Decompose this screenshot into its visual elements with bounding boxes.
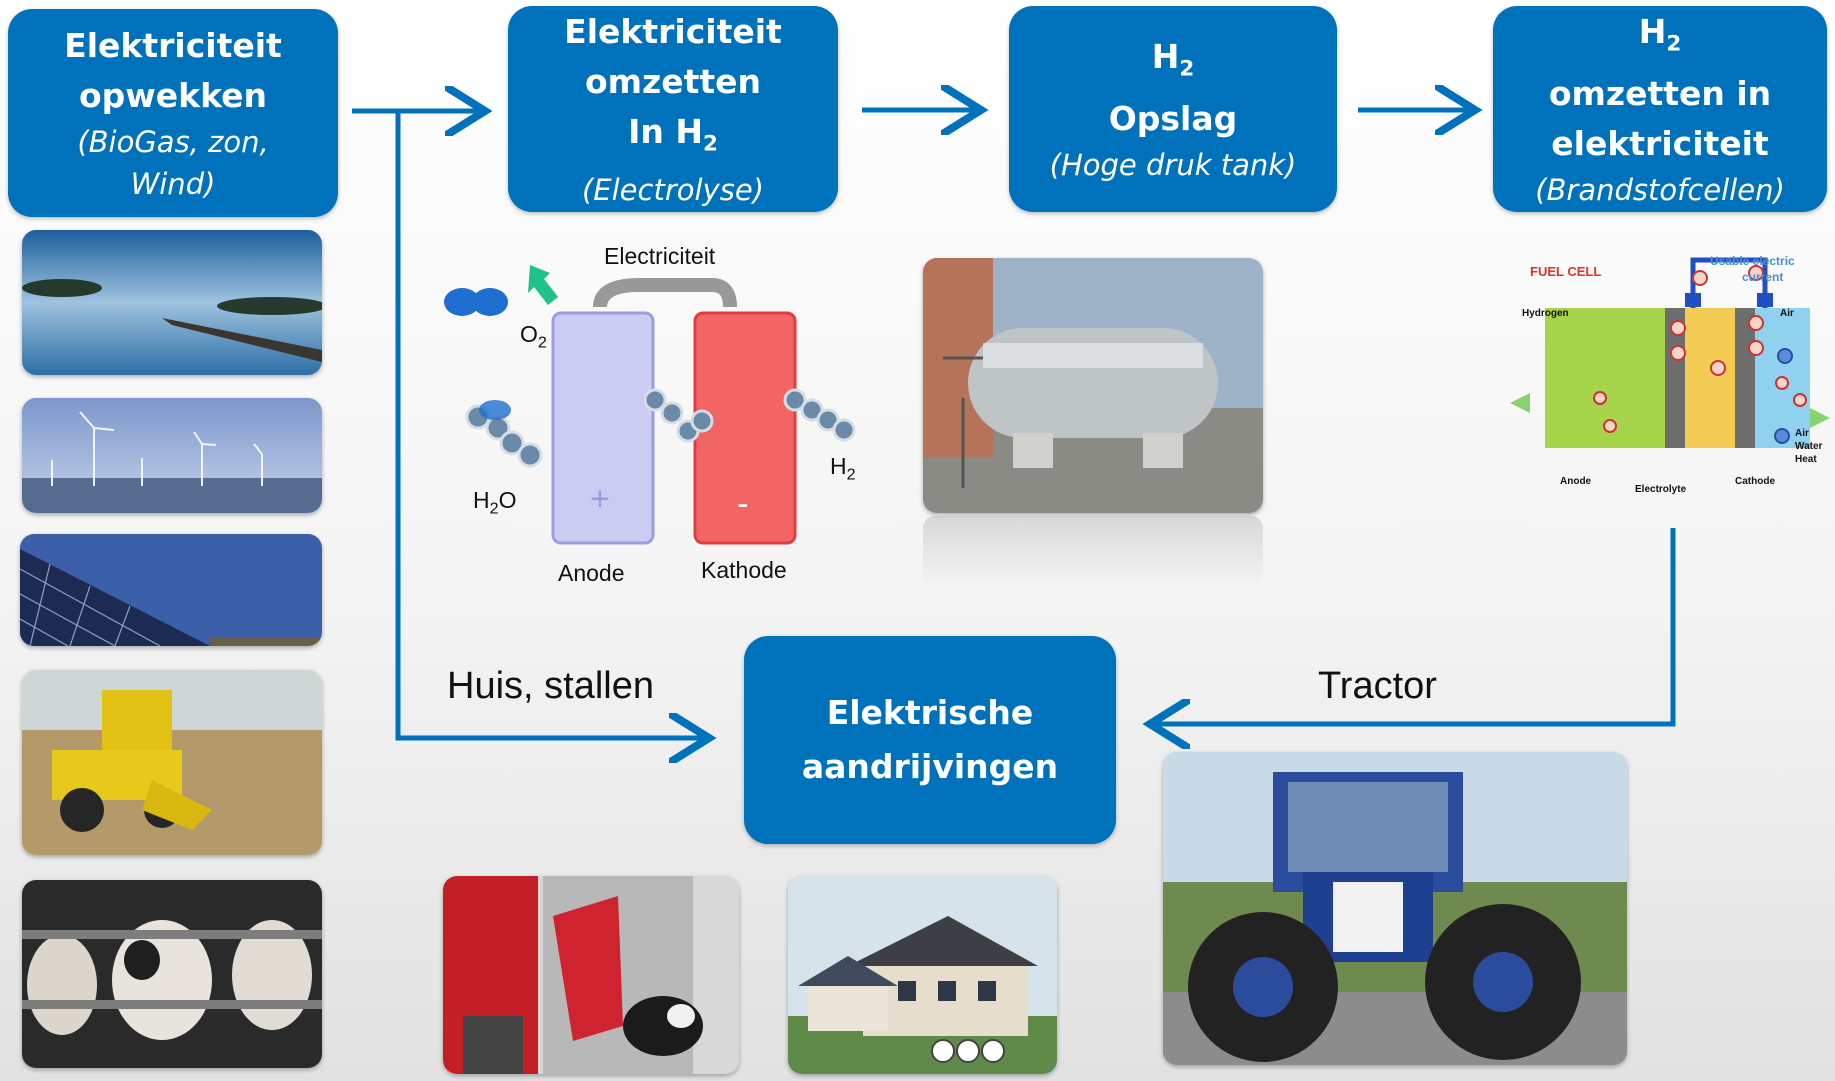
- photo-harvester: [22, 670, 322, 855]
- step-electric-drives: Elektrische aandrijvingen: [744, 636, 1116, 844]
- h2o-h: H: [473, 487, 490, 513]
- photo-house: [788, 876, 1057, 1074]
- tank-reflection: [923, 516, 1263, 586]
- step-title-line3: elektriciteit: [1551, 124, 1769, 164]
- h-text: H: [1638, 11, 1667, 51]
- h-subscript: 2: [1179, 56, 1195, 82]
- step-subtitle: (Electrolyse): [581, 173, 764, 208]
- h2-subscript: 2: [846, 465, 856, 484]
- step-storage: H2 Opslag (Hoge druk tank): [1009, 6, 1337, 212]
- h2o-subscript: 2: [489, 499, 499, 518]
- arrow-step4-drive: [1155, 528, 1676, 724]
- photo-biogas-lake: [22, 230, 322, 375]
- step-fuel-cells: H2 omzetten in elektriciteit (Brandstofc…: [1493, 6, 1827, 212]
- fc-heat: Heat: [1795, 454, 1817, 465]
- step-title-line2: omzetten in: [1548, 74, 1772, 114]
- fc-air-out: Air: [1795, 428, 1809, 439]
- fc-water: Water: [1795, 441, 1823, 452]
- step-title-line1: Elektriciteit: [64, 26, 282, 65]
- anode-plus: +: [590, 480, 610, 518]
- o2-text: O: [520, 321, 538, 347]
- o2-subscript: 2: [537, 333, 547, 352]
- h2-text: H: [830, 453, 847, 479]
- step-subtitle: (Brandstofcellen): [1535, 173, 1785, 208]
- step-subtitle: (Hoge druk tank): [1049, 148, 1297, 183]
- label-o2: O2: [520, 321, 547, 353]
- step-title-line2: Opslag: [1108, 99, 1238, 139]
- label-anode: Anode: [558, 560, 625, 586]
- photo-milking-robot: [443, 876, 739, 1074]
- h2o-o: O: [498, 487, 517, 513]
- fc-air: Air: [1780, 308, 1794, 319]
- label-kathode: Kathode: [701, 557, 787, 583]
- h2-subscript: 2: [702, 131, 718, 157]
- kathode-minus: -: [737, 485, 749, 523]
- o2-arrow-icon: [528, 265, 558, 305]
- step-subtitle-line1: (BioGas, zon,: [77, 125, 269, 159]
- h2o-molecules: [465, 404, 543, 468]
- fc-electrolyte: Electrolyte: [1635, 484, 1687, 495]
- step-title-line1: Elektriciteit: [564, 11, 782, 51]
- h-subscript: 2: [1666, 31, 1682, 57]
- fuel-cell-diagram: FUEL CELL Usable electric current Hydrog…: [1510, 248, 1830, 503]
- fc-cathode: Cathode: [1735, 476, 1775, 487]
- h2-text: In H: [628, 111, 703, 151]
- fc-current: current: [1742, 270, 1784, 284]
- step-title-line2: aandrijvingen: [801, 747, 1059, 786]
- o2-molecule: [444, 288, 508, 316]
- step-title-line1: Elektrische: [826, 693, 1034, 732]
- electrolysis-diagram: Electriciteit O2 H2O H2 + - Anode Kathod…: [440, 235, 880, 595]
- step-generate-electricity: Elektriciteit opwekken (BioGas, zon, Win…: [8, 9, 338, 217]
- label-h2: H2: [830, 453, 856, 485]
- wire: [593, 278, 737, 308]
- step-title-line2: omzetten: [584, 61, 762, 101]
- photo-wind-turbines: [22, 398, 322, 513]
- step-h2: H2: [1152, 32, 1195, 95]
- label-tractor: Tractor: [1318, 665, 1437, 707]
- anode-electrode: [551, 311, 655, 545]
- circuit-wire: [1690, 257, 1768, 308]
- fc-usable: Usable electric: [1710, 254, 1795, 268]
- label-house-stables: Huis, stallen: [447, 665, 654, 707]
- photo-tractor: [1163, 752, 1627, 1065]
- arrow-step1-drive: [395, 111, 704, 738]
- step-title-line3: In H2: [628, 107, 718, 170]
- fc-anode: Anode: [1560, 476, 1592, 487]
- step-h2: H2: [1639, 7, 1682, 70]
- h2-molecules-mid: [643, 388, 714, 443]
- label-electricity: Electriciteit: [604, 243, 716, 269]
- fc-title: FUEL CELL: [1530, 264, 1602, 279]
- label-h2o: H2O: [473, 487, 516, 519]
- photo-hydrogen-tank: [923, 258, 1263, 513]
- photo-solar-panels: [20, 534, 322, 646]
- h-text: H: [1151, 36, 1180, 76]
- step-subtitle-line2: Wind): [130, 167, 216, 201]
- step-title-line2: opwekken: [78, 76, 268, 115]
- h2-molecules-right: [783, 388, 856, 442]
- photo-cows: [22, 880, 322, 1068]
- step-electrolysis: Elektriciteit omzetten In H2 (Electrolys…: [508, 6, 838, 212]
- fc-hydrogen: Hydrogen: [1522, 308, 1569, 319]
